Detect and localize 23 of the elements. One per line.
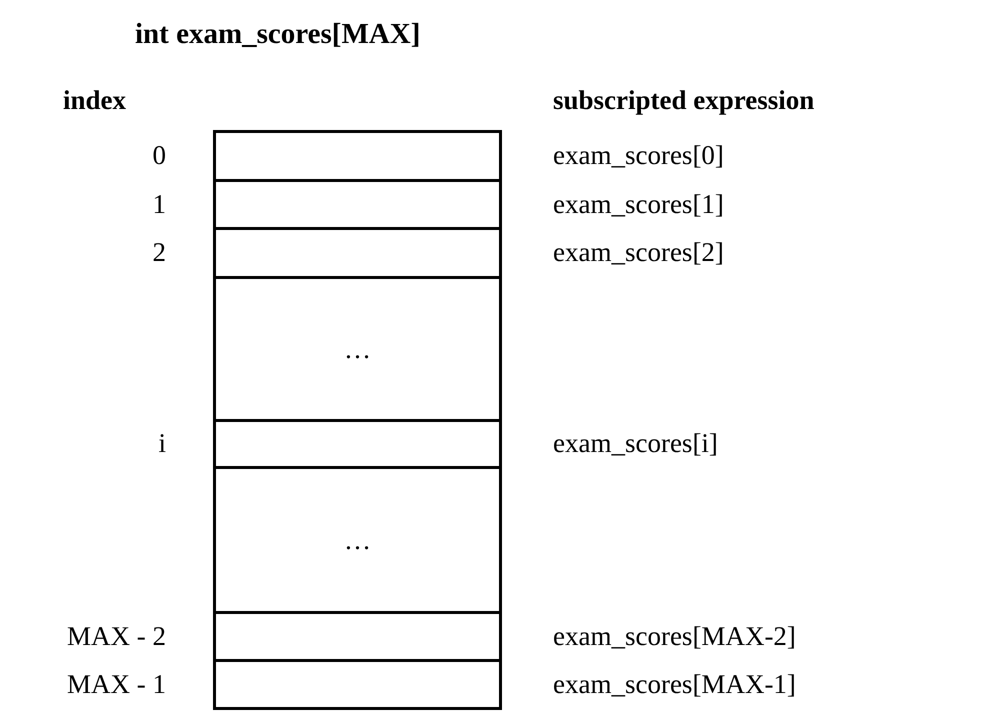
array-cell: [213, 179, 502, 230]
index-value: i: [158, 427, 166, 459]
array-declaration-title: int exam_scores[MAX]: [135, 18, 420, 50]
index-value: 1: [152, 188, 166, 220]
subscript-expression: exam_scores[MAX-1]: [553, 668, 796, 700]
index-value: MAX - 1: [67, 668, 166, 700]
subscript-expression: exam_scores[0]: [553, 139, 724, 171]
column-heading: index: [63, 84, 126, 116]
array-cell: [213, 419, 502, 469]
ellipsis-cell: …: [213, 276, 502, 422]
array-cell: [213, 227, 502, 279]
index-value: MAX - 2: [67, 620, 166, 652]
column-heading: subscripted expression: [553, 84, 814, 116]
array-cell: [213, 659, 502, 710]
index-value: 2: [152, 236, 166, 268]
subscript-expression: exam_scores[2]: [553, 236, 724, 268]
subscript-expression: exam_scores[MAX-2]: [553, 620, 796, 652]
subscript-expression: exam_scores[i]: [553, 427, 718, 459]
array-cell: [213, 611, 502, 662]
subscript-expression: exam_scores[1]: [553, 188, 724, 220]
index-value: 0: [152, 139, 166, 171]
array-cell: [213, 130, 502, 182]
ellipsis-cell: …: [213, 466, 502, 614]
